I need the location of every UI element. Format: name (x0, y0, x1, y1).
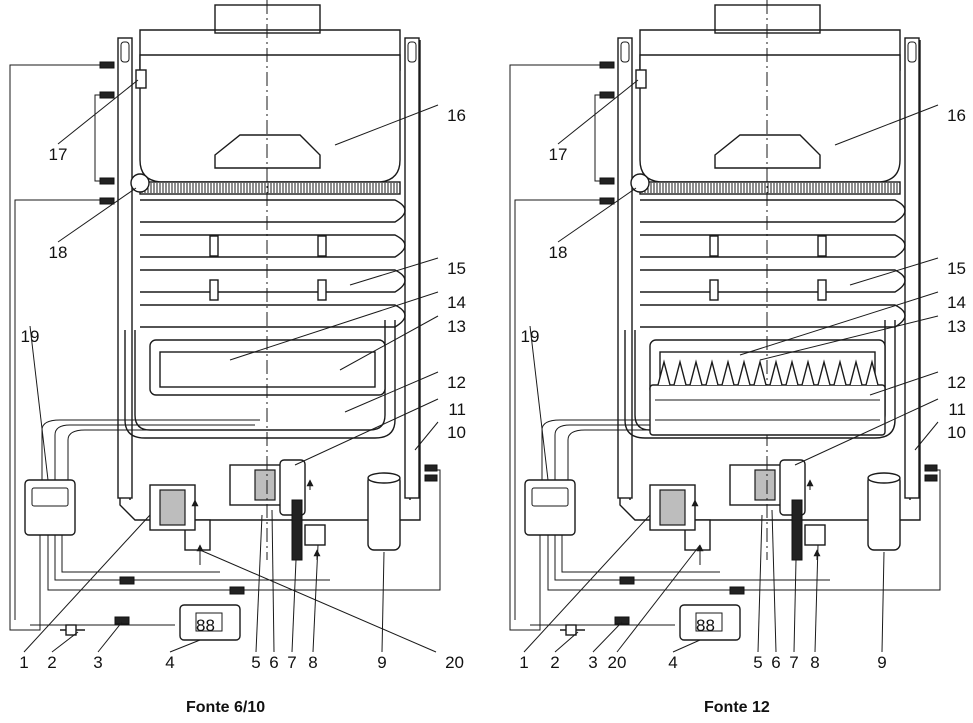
left-label-9: 9 (377, 653, 386, 672)
left-label-10: 10 (447, 423, 466, 442)
left-label-7: 7 (287, 653, 296, 672)
left-leader-2 (51, 631, 79, 653)
left-label-14: 14 (447, 293, 466, 312)
left-leader-7 (291, 559, 297, 653)
left-leader-1 (23, 514, 151, 653)
right-label-18: 18 (549, 243, 568, 262)
right-leader-9 (881, 551, 885, 653)
left-label-11: 11 (448, 400, 466, 419)
right-label-17: 17 (549, 145, 568, 164)
left-leader-6 (271, 509, 275, 653)
left-leader-18 (57, 187, 137, 243)
caption-fonte-12: Fonte 12 (704, 699, 770, 716)
right-leader-10 (914, 421, 939, 451)
left-label-20: 20 (445, 653, 464, 672)
left-leader-13 (339, 315, 439, 371)
right-label-3: 3 (588, 653, 597, 672)
right-leader-15 (849, 257, 939, 286)
left-label-1: 1 (19, 653, 28, 672)
left-leader-11 (294, 398, 439, 466)
right-leader-7 (793, 559, 797, 653)
right-label-20: 20 (608, 653, 627, 672)
left-label-16: 16 (447, 106, 466, 125)
right-label-4: 4 (668, 653, 677, 672)
right-label-9: 9 (877, 653, 886, 672)
left-label-2: 2 (47, 653, 56, 672)
left-leader-12 (344, 371, 439, 413)
left-leader-3 (97, 621, 123, 653)
right-label-13: 13 (947, 317, 966, 336)
left-label-4: 4 (165, 653, 174, 672)
left-label-5: 5 (251, 653, 260, 672)
left-label-19: 19 (21, 327, 40, 346)
right-label-10: 10 (947, 423, 966, 442)
right-leader-6 (771, 509, 777, 653)
diagram-fonte-12: 88 (510, 0, 940, 640)
left-leader-8 (312, 544, 319, 653)
right-leader-4 (672, 639, 701, 653)
left-label-18: 18 (49, 243, 68, 262)
left-label-13: 13 (447, 317, 466, 336)
right-leader-14 (739, 291, 939, 356)
left-leader-14 (229, 291, 439, 361)
right-leader-20 (616, 544, 701, 653)
left-leader-15 (349, 257, 439, 286)
display-digits-12: 88 (696, 616, 715, 635)
right-label-5: 5 (753, 653, 762, 672)
right-leader-1 (523, 514, 651, 653)
right-leader-8 (814, 544, 819, 653)
right-label-6: 6 (771, 653, 780, 672)
left-leader-19 (29, 325, 49, 481)
left-label-3: 3 (93, 653, 102, 672)
left-label-17: 17 (49, 145, 68, 164)
left-label-6: 6 (269, 653, 278, 672)
right-label-2: 2 (550, 653, 559, 672)
right-label-12: 12 (947, 373, 966, 392)
left-leader-17 (57, 79, 139, 145)
right-leader-18 (557, 187, 637, 243)
left-leader-9 (381, 551, 385, 653)
right-leader-11 (794, 398, 939, 466)
right-leader-19 (529, 325, 549, 481)
left-label-15: 15 (447, 259, 466, 278)
right-leader-3 (592, 621, 623, 653)
left-leader-10 (414, 421, 439, 451)
left-label-8: 8 (308, 653, 317, 672)
right-label-15: 15 (947, 259, 966, 278)
right-leader-2 (554, 631, 579, 653)
right-label-1: 1 (519, 653, 528, 672)
right-label-14: 14 (947, 293, 966, 312)
left-label-12: 12 (447, 373, 466, 392)
right-leader-16 (834, 104, 939, 146)
left-leader-5 (255, 514, 263, 653)
right-leader-5 (757, 514, 763, 653)
left-leader-16 (334, 104, 439, 146)
right-leader-12 (869, 371, 939, 396)
caption-fonte-6-10: Fonte 6/10 (186, 699, 265, 716)
diagram-fonte-6-10: 88 (10, 0, 440, 640)
right-label-7: 7 (789, 653, 798, 672)
left-leader-20 (199, 549, 437, 653)
right-leader-17 (557, 79, 639, 145)
right-label-19: 19 (521, 327, 540, 346)
left-leader-4 (169, 639, 201, 653)
right-label-8: 8 (810, 653, 819, 672)
right-label-11: 11 (948, 400, 966, 419)
right-leader-13 (759, 315, 939, 361)
display-digits: 88 (196, 616, 215, 635)
right-label-16: 16 (947, 106, 966, 125)
